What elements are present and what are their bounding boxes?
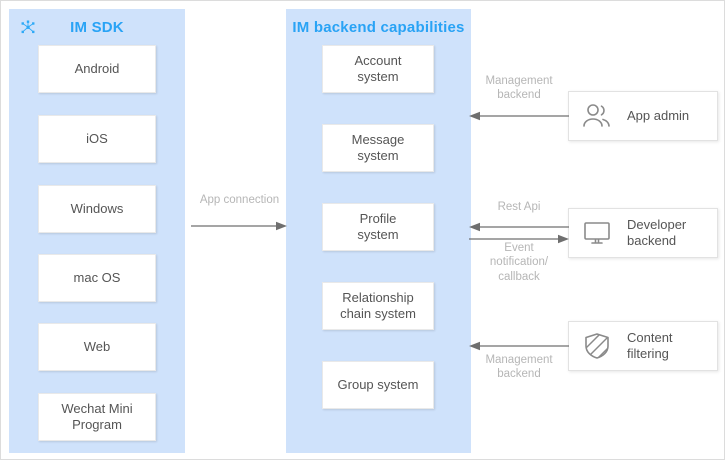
arrow-label-event-notification-callback: Event notification/ callback bbox=[489, 242, 549, 283]
entity-app-admin[interactable]: App admin bbox=[568, 91, 718, 141]
capability-card-group-system[interactable]: Group system bbox=[322, 361, 434, 409]
arrow-label-rest-api: Rest Api bbox=[497, 201, 541, 213]
entity-developer-backend[interactable]: Developer backend bbox=[568, 208, 718, 258]
network-nodes-icon bbox=[21, 20, 35, 34]
sdk-card-wechat-mini-program[interactable]: Wechat Mini Program bbox=[38, 393, 156, 441]
sdk-card-web[interactable]: Web bbox=[38, 323, 156, 371]
im-sdk-panel: IM SDK Android iOS Windows mac OS Web We… bbox=[9, 9, 185, 453]
capability-card-relationship-chain-system[interactable]: Relationship chain system bbox=[322, 282, 434, 330]
im-backend-title: IM backend capabilities bbox=[292, 19, 465, 36]
entity-label-developer-backend: Developer backend bbox=[627, 216, 687, 248]
arrow-label-management-backend-admin: Management backend bbox=[485, 75, 553, 102]
arrow-event-notification-callback bbox=[469, 234, 569, 244]
arrow-rest-api bbox=[469, 222, 569, 232]
monitor-icon bbox=[584, 222, 610, 244]
capability-card-message-system[interactable]: Message system bbox=[322, 124, 434, 172]
shield-icon bbox=[585, 333, 609, 359]
arrow-management-backend-filtering bbox=[469, 341, 569, 351]
arrow-label-management-backend-filtering: Management backend bbox=[485, 354, 553, 381]
sdk-card-windows[interactable]: Windows bbox=[38, 185, 156, 233]
arrow-management-backend-admin bbox=[469, 111, 569, 121]
capability-card-profile-system[interactable]: Profile system bbox=[322, 203, 434, 251]
im-backend-capabilities-panel: IM backend capabilities Account system M… bbox=[286, 9, 471, 453]
sdk-card-macos[interactable]: mac OS bbox=[38, 254, 156, 302]
users-icon bbox=[583, 104, 610, 127]
capability-card-account-system[interactable]: Account system bbox=[322, 45, 434, 93]
entity-label-app-admin: App admin bbox=[627, 107, 690, 123]
im-sdk-title: IM SDK bbox=[70, 19, 124, 36]
entity-label-content-filtering: Content filtering bbox=[627, 329, 673, 361]
sdk-card-ios[interactable]: iOS bbox=[38, 115, 156, 163]
arrow-app-connection bbox=[191, 221, 287, 231]
sdk-card-android[interactable]: Android bbox=[38, 45, 156, 93]
entity-content-filtering[interactable]: Content filtering bbox=[568, 321, 718, 371]
arrow-label-app-connection: App connection bbox=[199, 194, 280, 206]
